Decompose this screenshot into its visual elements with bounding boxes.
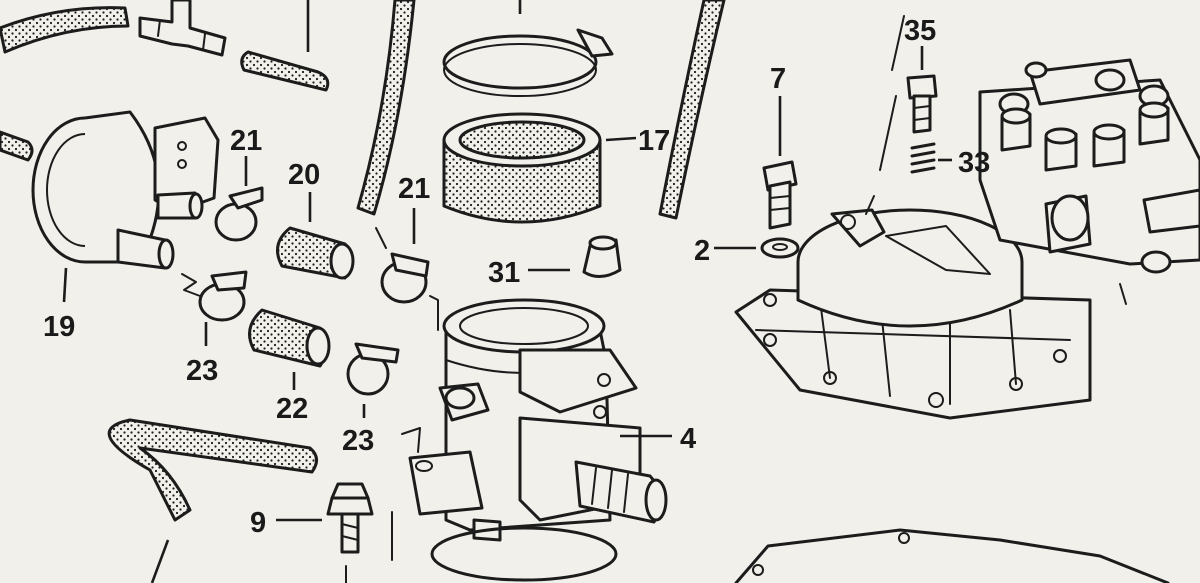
callout-33: 33: [958, 147, 990, 179]
large-hose-clamp: [442, 28, 614, 97]
bolt-35: [906, 74, 938, 134]
callout-21-center: 21: [398, 173, 430, 205]
hose-stub-left: [0, 130, 34, 162]
callout-31: 31: [488, 257, 520, 289]
callout-7: 7: [770, 63, 786, 95]
callout-4: 4: [680, 423, 696, 455]
vacuum-unit: [31, 110, 220, 270]
callout-35: 35: [904, 15, 936, 47]
hose-top-left: [0, 6, 130, 54]
hose-sleeve-20: [276, 226, 355, 280]
bolt-7: [762, 160, 798, 230]
t-fitting: [138, 0, 227, 57]
hose-sleeve-22: [248, 308, 331, 368]
cover-plate: [796, 208, 1024, 328]
callout-9: 9: [250, 507, 266, 539]
callout-19: 19: [43, 311, 75, 343]
vacuum-hose-left-vertical: [356, 0, 416, 216]
hose-clamp-left-lower: [181, 270, 248, 322]
callout-23-center: 23: [342, 425, 374, 457]
callout-22: 22: [276, 393, 308, 425]
callout-21-left: 21: [230, 125, 262, 157]
washer-2: [760, 237, 800, 259]
callout-20: 20: [288, 159, 320, 191]
callout-17: 17: [638, 125, 670, 157]
hose-lower-curved: [107, 418, 318, 522]
hose-clamp-left-upper: [214, 186, 264, 242]
jet-31: [582, 235, 622, 278]
callout-2: 2: [694, 235, 710, 267]
callout-23-left: 23: [186, 355, 218, 387]
spring-33: [910, 142, 936, 174]
air-filter-ring: [442, 112, 602, 224]
gasket: [734, 528, 1170, 583]
hose-clamp-center-lower: [346, 342, 400, 396]
fuel-distributor: [978, 58, 1200, 305]
hose-clamp-center-upper: [380, 252, 439, 331]
hose-short-top: [240, 50, 330, 92]
carburetor: [408, 298, 668, 542]
vacuum-hose-right-vertical: [658, 0, 726, 220]
bolt-9: [326, 482, 374, 554]
